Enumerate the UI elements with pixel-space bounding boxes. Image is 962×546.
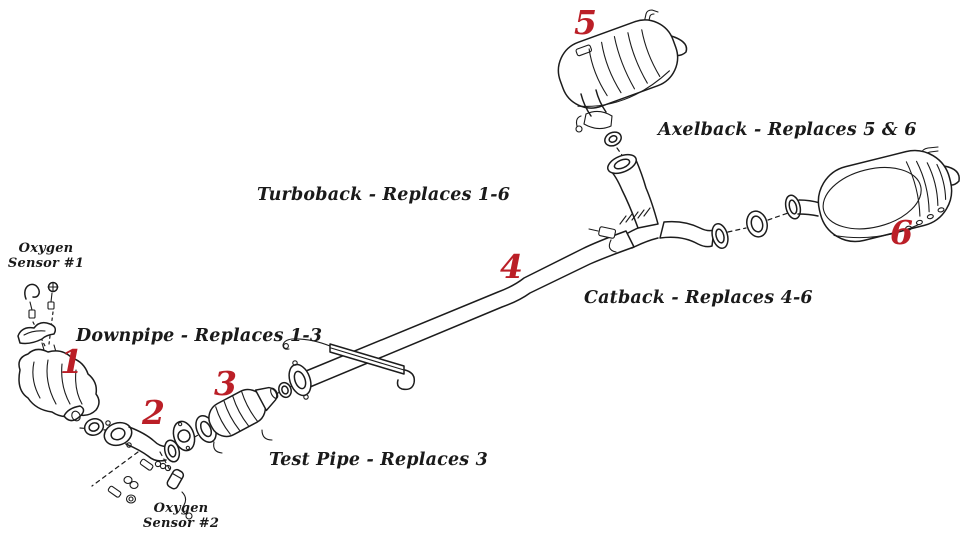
part-number-1: 1 — [60, 342, 83, 381]
part-number-3: 3 — [214, 364, 237, 403]
part-number-2: 2 — [142, 393, 165, 432]
muffler-5-drawing — [557, 9, 688, 147]
turboback-kit-label: Turboback - Replaces 1-6 — [257, 185, 511, 205]
front-pipe-drawing — [103, 420, 181, 472]
donut-gasket-1 — [83, 418, 105, 436]
mid-pipe-drawing — [288, 230, 635, 400]
downpipe-kit-label: Downpipe - Replaces 1-3 — [76, 326, 323, 346]
part-number-5: 5 — [574, 3, 597, 42]
catback-kit-label: Catback - Replaces 4-6 — [584, 288, 813, 308]
part-number-4: 4 — [500, 247, 523, 286]
oxygen-sensor-2-label: Oxygen Sensor #2 — [142, 501, 220, 531]
donut-gasket-4-6 — [746, 210, 768, 238]
flange-bolt-hardware — [107, 458, 154, 504]
donut-gasket-3-4 — [278, 381, 292, 399]
axelback-kit-label: Axelback - Replaces 5 & 6 — [658, 120, 917, 140]
part-number-6: 6 — [890, 213, 913, 252]
exhaust-manifold-drawing — [17, 321, 100, 422]
flange-gasket-2-3 — [172, 420, 196, 452]
test-pipe-kit-label: Test Pipe - Replaces 3 — [269, 450, 489, 470]
oxygen-sensor-1-drawing — [24, 281, 59, 319]
oxygen-sensor-2-drawing — [166, 468, 193, 520]
oxygen-sensor-1-label: Oxygen Sensor #1 — [7, 241, 85, 271]
pipe-hanger-bracket — [282, 338, 416, 391]
muffler-6-drawing — [784, 146, 960, 243]
y-pipe-drawing — [588, 153, 729, 253]
catalytic-converter-drawing — [195, 386, 279, 454]
